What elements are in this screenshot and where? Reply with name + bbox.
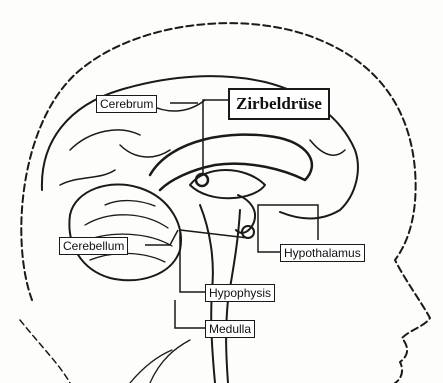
corpus-callosum (150, 135, 312, 190)
cerebellum-outline (69, 184, 181, 280)
label-hypophysis: Hypophysis (205, 284, 275, 302)
label-cerebrum: Cerebrum (96, 95, 157, 113)
label-pineal: Zirbeldrüse (228, 88, 330, 120)
label-medulla: Medulla (205, 320, 255, 338)
neck-outline (20, 320, 70, 383)
label-cerebellum: Cerebellum (59, 237, 128, 255)
label-hypothalamus: Hypothalamus (280, 244, 365, 262)
leader-medulla (175, 300, 205, 328)
